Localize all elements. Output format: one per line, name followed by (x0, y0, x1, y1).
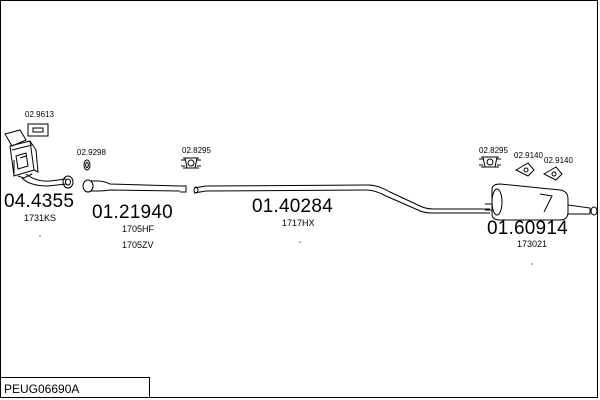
part-number-label: 01.40284 (252, 196, 333, 217)
part-number-label: 01.21940 (92, 202, 173, 223)
diagram-code: PEUG06690A (4, 382, 80, 396)
fitting-label: 02.9140 (514, 151, 543, 160)
part-number-label: 01.60914 (487, 218, 568, 239)
front-pipe (21, 173, 67, 187)
fitting-label: 02.9613 (25, 110, 54, 119)
hanger-icon-2 (479, 156, 501, 168)
mount-rubber-icon (27, 123, 49, 137)
fitting-label: 02.9140 (544, 156, 573, 165)
mount-rubber-icon-3 (542, 166, 563, 181)
fitting-label: 02.8295 (182, 146, 211, 155)
hanger-icon (181, 157, 201, 169)
mount-rubber-icon-2 (514, 162, 535, 177)
part-ref-label: 1705HF (122, 224, 155, 234)
fitting-label: 02.8295 (479, 146, 508, 155)
fitting-label: 02.9298 (77, 148, 106, 157)
part-ref-label: 1731KS (24, 213, 57, 223)
rear-muffler-icon (485, 183, 598, 221)
rear-pipe (193, 184, 490, 214)
clamp-icon (62, 159, 91, 189)
part-ref-label: 1705ZV (122, 240, 154, 250)
part-ref-label: 1717HX (282, 218, 315, 228)
intermediate-pipe (82, 179, 187, 193)
catalytic-converter-icon (4, 129, 39, 179)
part-ref-label: 173021 (517, 239, 548, 249)
diagram-code-box: PEUG06690A (0, 377, 150, 397)
part-number-label: 04.4355 (4, 191, 75, 212)
